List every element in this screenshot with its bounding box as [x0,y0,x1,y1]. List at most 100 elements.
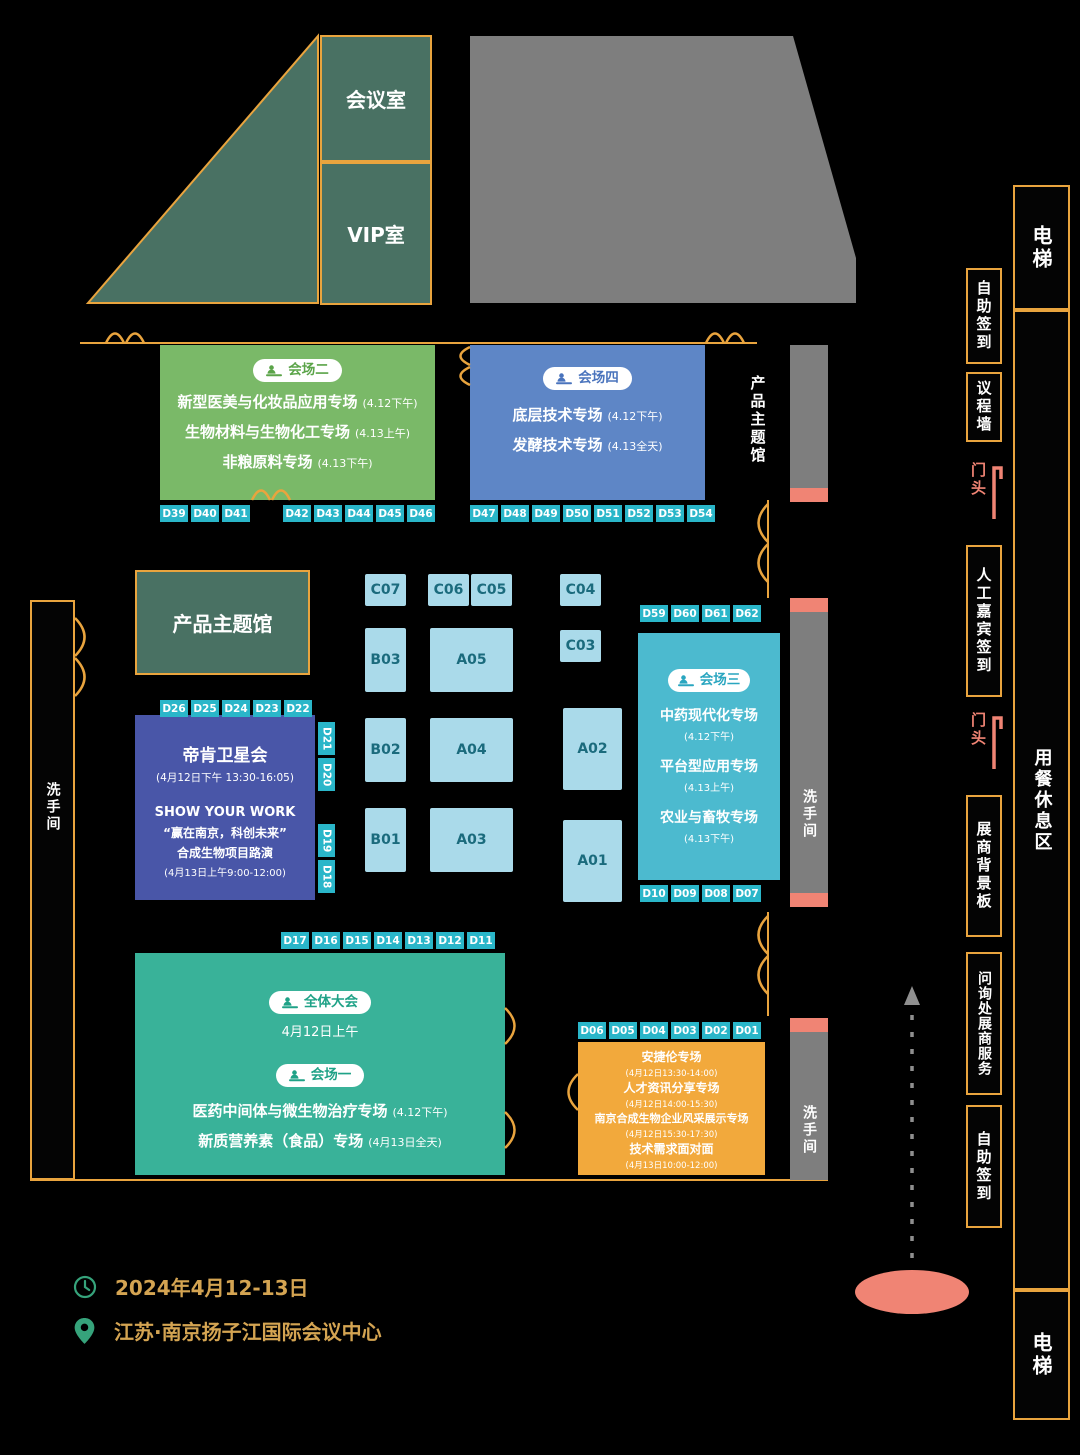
agilent-session: 安捷伦专场 (4月12日13:30-14:00) [625,1050,718,1079]
door-arc-icon [459,345,471,387]
stage-triangle-area [85,33,319,304]
booth-A05: A05 [430,628,513,692]
product-theme-hall-label: 产品主题馆 [172,612,273,636]
exhibitor-backdrop: 展商背景板 [966,795,1002,937]
guest-checkin: 人工嘉宾签到 [966,545,1002,697]
restroom-mid: 洗手间 [790,772,828,856]
wall-strip [790,612,828,893]
booth-C03: C03 [560,630,601,662]
booth-D39: D39 [160,505,188,522]
speaker-icon [677,674,694,686]
tecan-time: (4月12日下午 13:30-16:05) [156,772,294,784]
vip-room: VIP室 [320,162,432,305]
booth-D08: D08 [702,885,730,902]
hall-2-session: 新型医美与化妆品应用专场 (4.12下午) [177,393,418,411]
hall-4-badge: 会场四 [543,367,632,390]
booth-D16: D16 [312,932,340,949]
hall-3-badge: 会场三 [667,669,751,692]
booth-D23: D23 [253,700,281,717]
hall-1-session: 新质营养素（食品）专场 (4月13日全天) [198,1132,442,1150]
door-head-top-label: 门头 [969,462,987,498]
booth-D25: D25 [191,700,219,717]
elevator-top-label: 电梯 [1029,224,1053,271]
booth-D10: D10 [640,885,668,902]
door-arc-icon [757,503,769,583]
booth-D47: D47 [470,505,498,522]
event-date-row: 2024年4月12-13日 [73,1272,309,1301]
booth-D42: D42 [283,505,311,522]
left-wall [30,600,75,1180]
booth-D60: D60 [671,605,699,622]
hall-3-session: 中药现代化专场 (4.12下午) [660,708,758,743]
product-theme-hall-side-label: 产品主题馆 [745,366,771,474]
entrance-marker [855,1270,969,1314]
self-checkin-bottom-label: 自助签到 [974,1130,993,1203]
wall-strip [790,345,828,488]
booth-D14: D14 [374,932,402,949]
plenary-badge: 全体大会 [269,991,371,1014]
restroom-bottom: 洗手间 [790,1088,828,1172]
booth-D01: D01 [733,1022,761,1039]
product-theme-hall-side-text: 产品主题馆 [748,375,767,465]
booth-C04: C04 [560,574,601,606]
dining-rest-area: 用餐休息区 [1013,310,1070,1290]
roadshow-time: (4月13日上午9:00-12:00) [164,868,286,879]
hall-1-session: 医药中间体与微生物治疗专场 (4.12下午) [192,1102,448,1120]
booth-D45: D45 [376,505,404,522]
booth-D19: D19 [318,824,335,857]
door-head-bottom-label: 门头 [969,712,987,748]
agilent-session: 南京合成生物企业风采展示专场 (4月12日15:30-17:30) [594,1112,749,1140]
venue-name: 江苏·南京扬子江国际会议中心 [114,1320,382,1344]
door-arc-icon [757,915,769,995]
booth-D49: D49 [532,505,560,522]
hall-4-badge-label: 会场四 [578,369,619,386]
booth-D21: D21 [318,722,335,755]
restroom-mid-label: 洗手间 [801,788,817,840]
hall-1-badge: 会场一 [275,1064,365,1087]
booth-D15: D15 [343,932,371,949]
booth-D13: D13 [405,932,433,949]
booth-D26: D26 [160,700,188,717]
hall-3-badge-label: 会场三 [699,671,741,688]
hall-1-badge-label: 会场一 [310,1066,352,1083]
booth-D53: D53 [656,505,684,522]
door-head-mark-icon [992,716,1003,769]
meeting-room-label: 会议室 [346,88,406,112]
hall-4-session: 底层技术专场 (4.12下午) [512,406,663,424]
booth-C06: C06 [428,574,469,606]
elevator-top: 电梯 [1013,185,1070,310]
hall-4-session: 发酵技术专场 (4.13全天) [512,436,663,454]
roadshow-title: SHOW YOUR WORK [154,805,296,820]
door-arc-icon [704,332,746,344]
booth-C05: C05 [471,574,512,606]
door-head-bottom: 门头 [968,712,1003,778]
booth-B02: B02 [365,718,406,782]
elevator-bottom-label: 电梯 [1029,1332,1053,1378]
hall-2-session: 非粮原料专场 (4.13下午) [222,453,373,471]
plenary-badge-label: 全体大会 [304,993,358,1010]
tecan-title: 帝肯卫星会 [182,746,268,766]
product-theme-hall: 产品主题馆 [135,570,310,675]
agilent-session: 技术需求面对面 (4月13日10:00-12:00) [625,1142,718,1171]
booth-D12: D12 [436,932,464,949]
booth-A02: A02 [563,708,622,790]
booth-B01: B01 [365,808,406,872]
wall-strip-coral [790,488,828,502]
booth-D02: D02 [702,1022,730,1039]
booth-D11: D11 [467,932,495,949]
hall-2-badge-label: 会场二 [288,361,329,378]
booth-D07: D07 [733,885,761,902]
hall-3: 会场三 中药现代化专场 (4.12下午) 平台型应用专场 (4.13上午) 农业… [638,633,780,880]
entrance-arrow-head [904,986,920,1005]
restroom-bottom-label: 洗手间 [801,1104,817,1156]
booth-D62: D62 [733,605,761,622]
booth-D24: D24 [222,700,250,717]
self-checkin-top-label: 自助签到 [974,280,993,352]
agenda-wall: 议程墙 [966,372,1002,442]
door-head-mark-icon [992,466,1003,519]
door-arc-icon [74,617,86,697]
booth-D46: D46 [407,505,435,522]
speaker-icon [288,1069,305,1081]
meeting-room: 会议室 [320,35,432,162]
booth-D22: D22 [284,700,312,717]
